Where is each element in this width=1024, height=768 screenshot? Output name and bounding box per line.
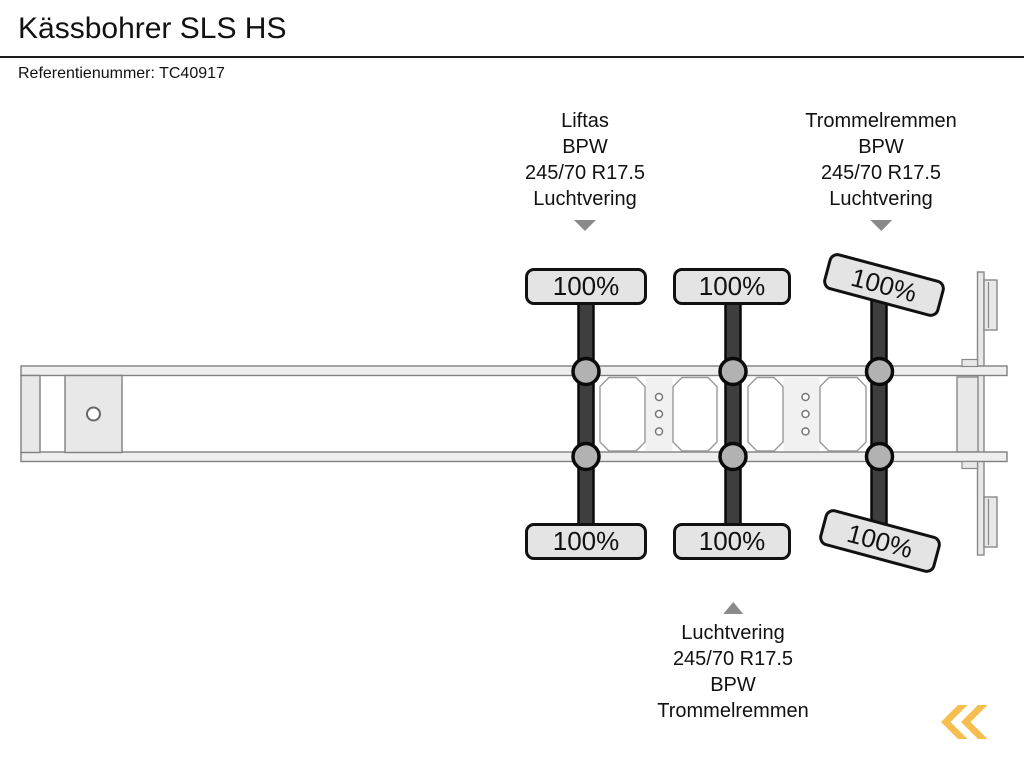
- bolt-hole: [801, 427, 810, 436]
- axle-1-bottom-load-badge: 100%: [525, 523, 647, 560]
- page-title: Kässbohrer SLS HS: [18, 12, 287, 45]
- reference-number: Referentienummer: TC40917: [18, 65, 225, 82]
- spec-line: Luchtvering: [533, 188, 637, 210]
- crossmember-column-2: [783, 377, 820, 451]
- axle-2-bar: [724, 286, 742, 542]
- bolt-hole: [801, 392, 810, 402]
- down-arrow-icon: [870, 220, 892, 231]
- axle-1-bar: [577, 286, 595, 542]
- axle-1-wheel-bottom: [571, 441, 601, 472]
- axle-3-wheel-top: [864, 356, 895, 387]
- rear-end-assembly: [956, 271, 998, 556]
- frame-panel-1: [599, 376, 646, 452]
- spec-line: Luchtvering: [829, 188, 933, 210]
- spec-line: 245/70 R17.5: [524, 162, 646, 184]
- front-axle-spec-label: Liftas BPW 245/70 R17.5 Luchtvering: [525, 108, 645, 231]
- spec-line: BPW: [710, 674, 756, 696]
- axle-2-wheel-bottom: [718, 441, 748, 472]
- up-arrow-icon: [723, 602, 743, 614]
- frame-panel-3: [747, 376, 784, 452]
- frame-panel-4: [819, 376, 867, 452]
- bolt-hole: [654, 427, 664, 436]
- spec-line: Liftas: [561, 110, 609, 132]
- chevron-left-icon: [961, 705, 988, 739]
- axle-2-bottom-load-badge: 100%: [673, 523, 791, 560]
- axle-2-top-load-badge: 100%: [673, 268, 791, 305]
- front-end-cap: [20, 374, 41, 454]
- title-divider: [0, 56, 1024, 58]
- spec-line: Luchtvering: [681, 622, 785, 644]
- frame-panel-2: [672, 376, 718, 452]
- axle-3-wheel-bottom: [864, 441, 895, 472]
- rear-plate-top: [983, 279, 998, 331]
- kingpin: [86, 406, 101, 422]
- rear-bracket-bottom: [961, 460, 979, 470]
- axle-3-bar: [870, 281, 888, 545]
- axle-2-wheel-top: [718, 356, 748, 387]
- bolt-hole: [654, 392, 664, 402]
- bolt-hole: [654, 409, 664, 419]
- spec-line: Trommelremmen: [805, 110, 957, 132]
- crossmember-column-1: [645, 377, 673, 451]
- spec-line: 245/70 R17.5: [820, 162, 942, 184]
- middle-axle-spec-label: Luchtvering 245/70 R17.5 BPW Trommelremm…: [657, 602, 809, 724]
- top-rail: [20, 365, 1008, 377]
- rear-axle-spec-label: Trommelremmen BPW 245/70 R17.5 Luchtveri…: [805, 108, 957, 231]
- spec-line: BPW: [858, 136, 904, 158]
- spec-line: Trommelremmen: [657, 700, 809, 722]
- rear-crossmember: [956, 376, 979, 453]
- bolt-hole: [801, 409, 810, 419]
- wheels: [571, 356, 895, 472]
- down-arrow-icon: [573, 220, 596, 231]
- spec-line: 245/70 R17.5: [672, 648, 794, 670]
- axle-1-top-load-badge: 100%: [525, 268, 647, 305]
- rear-bracket-top: [961, 358, 979, 368]
- chevron-left-icon: [941, 705, 968, 739]
- spec-line: BPW: [562, 136, 608, 158]
- frame-panels: [599, 376, 867, 452]
- axle-1-wheel-top: [571, 356, 601, 387]
- rear-plate-bottom: [983, 496, 998, 548]
- bottom-rail: [20, 451, 1008, 463]
- double-chevron-left-logo: [941, 705, 988, 739]
